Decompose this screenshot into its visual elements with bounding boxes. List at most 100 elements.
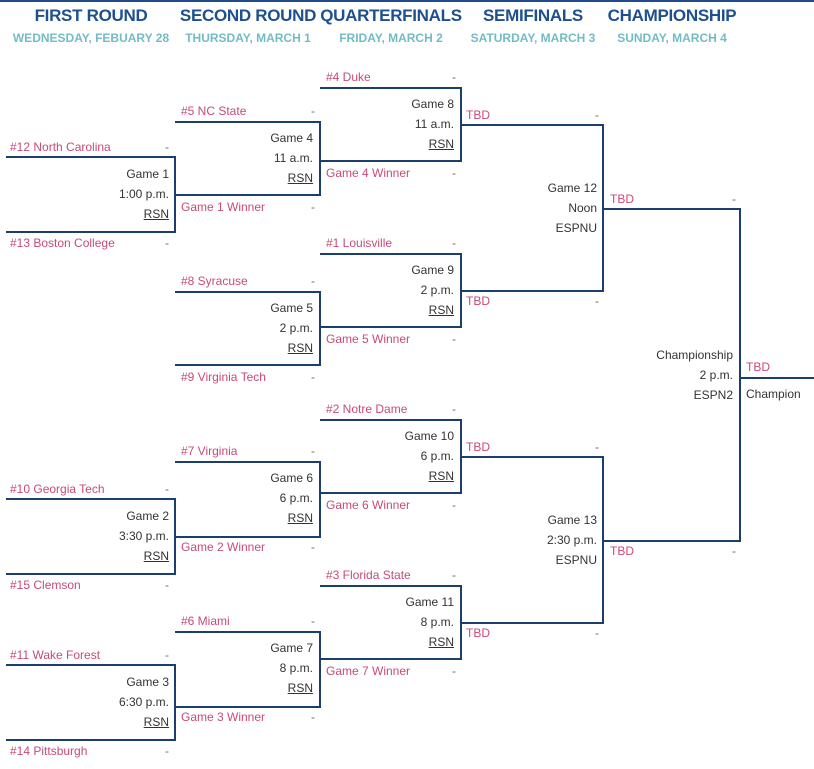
score-placeholder: - xyxy=(311,614,315,628)
score-placeholder: - xyxy=(165,578,169,592)
team-slot: TBD xyxy=(466,108,490,122)
score-placeholder: - xyxy=(452,70,456,84)
bracket-line xyxy=(461,622,604,624)
bracket-line xyxy=(175,536,321,538)
score-placeholder: - xyxy=(311,200,315,214)
game-label: Game 12 xyxy=(547,181,597,195)
team-slot: TBD xyxy=(466,294,490,308)
bracket-line xyxy=(603,208,741,210)
score-placeholder: - xyxy=(452,402,456,416)
network-label: ESPNU xyxy=(555,221,597,235)
network-link[interactable]: RSN xyxy=(143,715,169,729)
game-info-9: Game 9 2 p.m. RSN xyxy=(411,260,454,320)
bracket-line xyxy=(320,87,462,89)
game-label: Championship xyxy=(656,348,733,362)
bracket-line xyxy=(6,664,175,666)
round-header-semifinals: SEMIFINALS SATURDAY, MARCH 3 xyxy=(463,6,603,45)
round-header-quarterfinals: QUARTERFINALS FRIDAY, MARCH 2 xyxy=(320,6,462,45)
bracket-line xyxy=(6,573,175,575)
game-info-10: Game 10 6 p.m. RSN xyxy=(405,426,454,486)
bracket-line xyxy=(739,208,741,542)
game-time: 11 a.m. xyxy=(273,151,313,165)
score-placeholder: - xyxy=(452,236,456,250)
network-label: ESPN2 xyxy=(693,388,733,402)
bracket-line xyxy=(175,194,321,196)
network-link[interactable]: RSN xyxy=(428,303,454,317)
bracket-line xyxy=(175,631,321,633)
team-slot: #10 Georgia Tech xyxy=(10,482,105,496)
score-placeholder: - xyxy=(311,370,315,384)
score-placeholder: - xyxy=(311,444,315,458)
score-placeholder: - xyxy=(595,440,599,454)
team-slot: #13 Boston College xyxy=(10,236,115,250)
bracket-line xyxy=(6,156,175,158)
bracket-line xyxy=(461,290,604,292)
network-link[interactable]: RSN xyxy=(287,341,313,355)
game-time: 2 p.m. xyxy=(420,283,454,297)
game-time: 8 p.m. xyxy=(279,661,313,675)
score-placeholder: - xyxy=(595,108,599,122)
game-info-1: Game 1 1:00 p.m. RSN xyxy=(119,164,169,224)
round-header-championship: CHAMPIONSHIP SUNDAY, MARCH 4 xyxy=(602,6,742,45)
score-placeholder: - xyxy=(732,192,736,206)
bracket-line xyxy=(320,585,462,587)
team-slot: Game 5 Winner xyxy=(326,332,411,346)
team-slot: #4 Duke xyxy=(326,70,371,84)
game-label: Game 3 xyxy=(126,675,169,689)
team-slot: TBD xyxy=(466,626,490,640)
team-slot: TBD xyxy=(610,192,634,206)
network-link[interactable]: RSN xyxy=(287,171,313,185)
team-slot: #3 Florida State xyxy=(326,568,411,582)
network-link[interactable]: RSN xyxy=(428,635,454,649)
game-label: Game 1 xyxy=(126,167,169,181)
game-info-13: Game 13 2:30 p.m. ESPNU xyxy=(547,510,597,570)
game-time: Noon xyxy=(568,201,597,215)
round-date: FRIDAY, MARCH 2 xyxy=(339,31,443,45)
network-link[interactable]: RSN xyxy=(428,137,454,151)
game-label: Game 11 xyxy=(405,595,454,609)
bracket-line xyxy=(319,631,321,708)
bracket-line xyxy=(320,326,462,328)
bracket-line xyxy=(461,456,604,458)
team-slot: Game 7 Winner xyxy=(326,664,411,678)
bracket-line xyxy=(603,540,741,542)
bracket-line xyxy=(175,364,321,366)
game-time: 3:30 p.m. xyxy=(118,529,169,543)
score-placeholder: - xyxy=(165,744,169,758)
network-label: ESPNU xyxy=(555,553,597,567)
game-label: Game 2 xyxy=(126,509,169,523)
network-link[interactable]: RSN xyxy=(287,681,313,695)
network-link[interactable]: RSN xyxy=(287,511,313,525)
team-slot: Game 4 Winner xyxy=(326,166,411,180)
round-date: SATURDAY, MARCH 3 xyxy=(470,31,596,45)
team-slot: #5 NC State xyxy=(181,104,247,118)
bracket-line xyxy=(320,658,462,660)
game-time: 2 p.m. xyxy=(699,368,733,382)
game-info-8: Game 8 11 a.m. RSN xyxy=(411,94,454,154)
game-info-11: Game 11 8 p.m. RSN xyxy=(406,592,454,652)
bracket-line xyxy=(175,461,321,463)
team-slot: #6 Miami xyxy=(181,614,230,628)
round-date: WEDNESDAY, FEBUARY 28 xyxy=(12,31,170,45)
network-link[interactable]: RSN xyxy=(143,549,169,563)
game-time: 6:30 p.m. xyxy=(118,695,169,709)
score-placeholder: - xyxy=(311,540,315,554)
network-link[interactable]: RSN xyxy=(143,207,169,221)
bracket-line xyxy=(175,121,321,123)
game-label: Game 6 xyxy=(270,471,313,485)
network-link[interactable]: RSN xyxy=(428,469,454,483)
game-info-2: Game 2 3:30 p.m. RSN xyxy=(119,506,169,566)
bracket-line xyxy=(175,291,321,293)
score-placeholder: - xyxy=(165,140,169,154)
bracket-line xyxy=(6,739,175,741)
game-time: 8 p.m. xyxy=(420,615,454,629)
team-slot: #1 Louisville xyxy=(326,236,393,250)
team-slot: Game 1 Winner xyxy=(181,200,266,214)
bracket-line xyxy=(320,419,462,421)
score-placeholder: - xyxy=(452,332,456,346)
round-header-second-round: SECOND ROUND THURSDAY, MARCH 1 xyxy=(175,6,321,45)
team-slot: Game 2 Winner xyxy=(181,540,266,554)
bracket-line xyxy=(319,461,321,538)
round-date: THURSDAY, MARCH 1 xyxy=(185,31,311,45)
bracket-line xyxy=(175,706,321,708)
